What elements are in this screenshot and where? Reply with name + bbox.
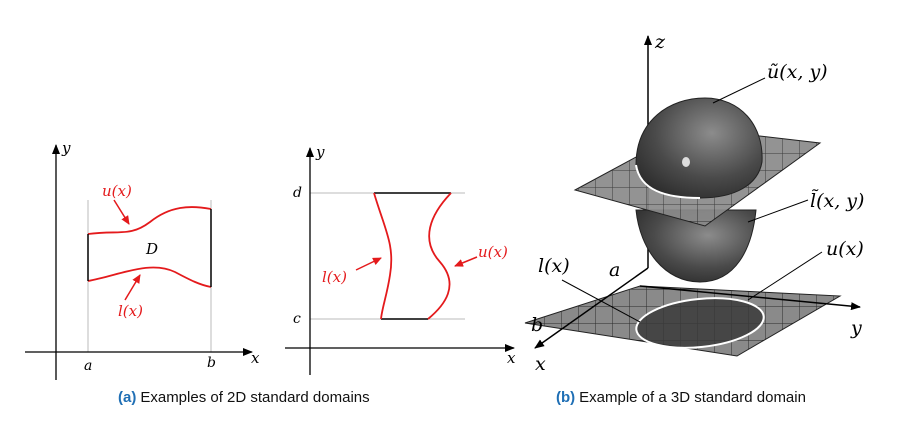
y-axis-label-3d: y bbox=[850, 317, 862, 339]
x-axis-label-2: x bbox=[507, 349, 516, 367]
l-curve-label-2: l(x) bbox=[322, 268, 347, 286]
caption-a: (a)Examples of 2D standard domains bbox=[118, 389, 370, 406]
upper-curve-u bbox=[87, 206, 212, 235]
l-curve-label-3d: l(x) bbox=[538, 255, 570, 277]
l-curve-leader bbox=[561, 279, 641, 323]
region-label: D bbox=[145, 240, 158, 258]
panel-b-3d: z y x ũ(x, y) l̃(x, y) l(x) u(x) a b bbox=[524, 31, 864, 375]
u-curve-leader bbox=[747, 251, 823, 301]
u-curve-label: u(x) bbox=[102, 182, 132, 200]
a-tick-label: a bbox=[84, 358, 92, 374]
caption-b-text: Example of a 3D standard domain bbox=[579, 389, 806, 406]
u-curve-label-2: u(x) bbox=[478, 243, 508, 261]
l-curve-label: l(x) bbox=[118, 302, 143, 320]
caption-a-tag: (a) bbox=[118, 389, 137, 406]
u-label-arrow-2 bbox=[454, 256, 478, 267]
left-curve-l bbox=[373, 192, 393, 320]
u-tilde-leader bbox=[712, 77, 766, 104]
u-tilde-label: ũ(x, y) bbox=[767, 61, 828, 83]
dome-highlight bbox=[682, 157, 690, 167]
lower-solid bbox=[635, 209, 757, 283]
l-tilde-label: l̃(x, y) bbox=[810, 189, 864, 212]
x-axis-3d bbox=[534, 267, 649, 349]
d-tick-label: d bbox=[293, 185, 302, 201]
caption-a-text: Examples of 2D standard domains bbox=[140, 389, 370, 406]
u-label-arrow bbox=[113, 199, 130, 225]
l-tilde-leader bbox=[747, 199, 809, 223]
l-label-arrow-2 bbox=[355, 257, 382, 271]
y-axis-3d bbox=[639, 285, 861, 311]
b-label-3d: b bbox=[531, 314, 543, 336]
lower-curve-l bbox=[87, 266, 212, 288]
upper-dome bbox=[635, 97, 763, 199]
caption-b-tag: (b) bbox=[556, 389, 576, 406]
u-curve-label-3d: u(x) bbox=[826, 238, 864, 260]
l-label-arrow bbox=[124, 274, 141, 301]
lower-domain-ellipse bbox=[635, 297, 765, 349]
right-curve-u bbox=[427, 192, 452, 320]
y-axis-label-2: y bbox=[315, 143, 325, 161]
x-axis-label: x bbox=[251, 349, 260, 367]
caption-b: (b)Example of a 3D standard domain bbox=[556, 389, 806, 406]
y-axis-label: y bbox=[61, 139, 71, 157]
panel-a-right-plot: y x d c l(x) u(x) bbox=[285, 143, 516, 375]
x-axis-label-3d: x bbox=[535, 353, 546, 375]
a-label-3d: a bbox=[609, 259, 620, 281]
b-tick-label: b bbox=[207, 355, 216, 371]
c-tick-label: c bbox=[293, 311, 301, 327]
panel-a-left-plot: y x u(x) l(x) D a b bbox=[25, 139, 260, 380]
upper-domain-curve bbox=[635, 164, 701, 199]
z-axis-label: z bbox=[654, 31, 666, 53]
